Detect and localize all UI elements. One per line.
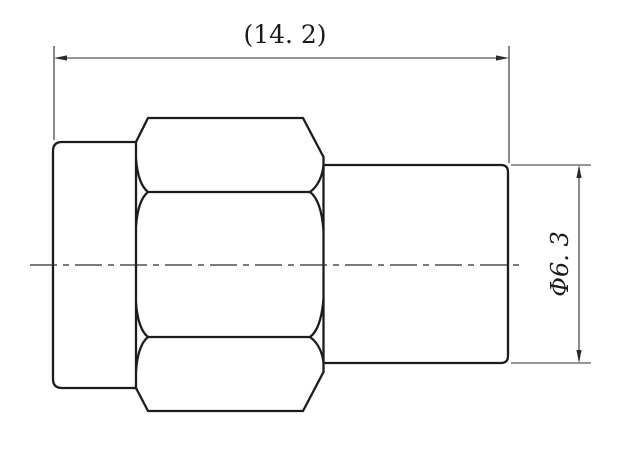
length-dimension-label: (14. 2) xyxy=(243,20,326,49)
diameter-arrowhead-top-icon xyxy=(576,165,582,178)
hex-chamfer-arc-left-top-lower xyxy=(134,190,150,228)
hex-chamfer-arc-left-top-upper xyxy=(134,157,150,194)
hex-chamfer-arc-right-bottom-lower xyxy=(308,335,325,364)
hex-chamfer-arc-right-bottom-upper xyxy=(308,297,325,339)
hex-chamfer-arc-right-top-lower xyxy=(308,190,325,232)
hex-chamfer-arc-right-top-upper xyxy=(308,164,325,194)
diameter-dimension xyxy=(511,164,591,364)
hex-chamfer-arc-left-bottom-upper xyxy=(134,301,150,339)
length-dimension xyxy=(53,46,510,163)
length-arrowhead-right-icon xyxy=(496,55,509,61)
diameter-arrowhead-bottom-icon xyxy=(576,350,582,363)
length-arrowhead-left-icon xyxy=(54,55,67,61)
front-cylinder-outline xyxy=(322,163,510,365)
hex-chamfer-arc-left-bottom-lower xyxy=(134,335,150,373)
diameter-dimension-label: Φ6. 3 xyxy=(546,231,574,296)
